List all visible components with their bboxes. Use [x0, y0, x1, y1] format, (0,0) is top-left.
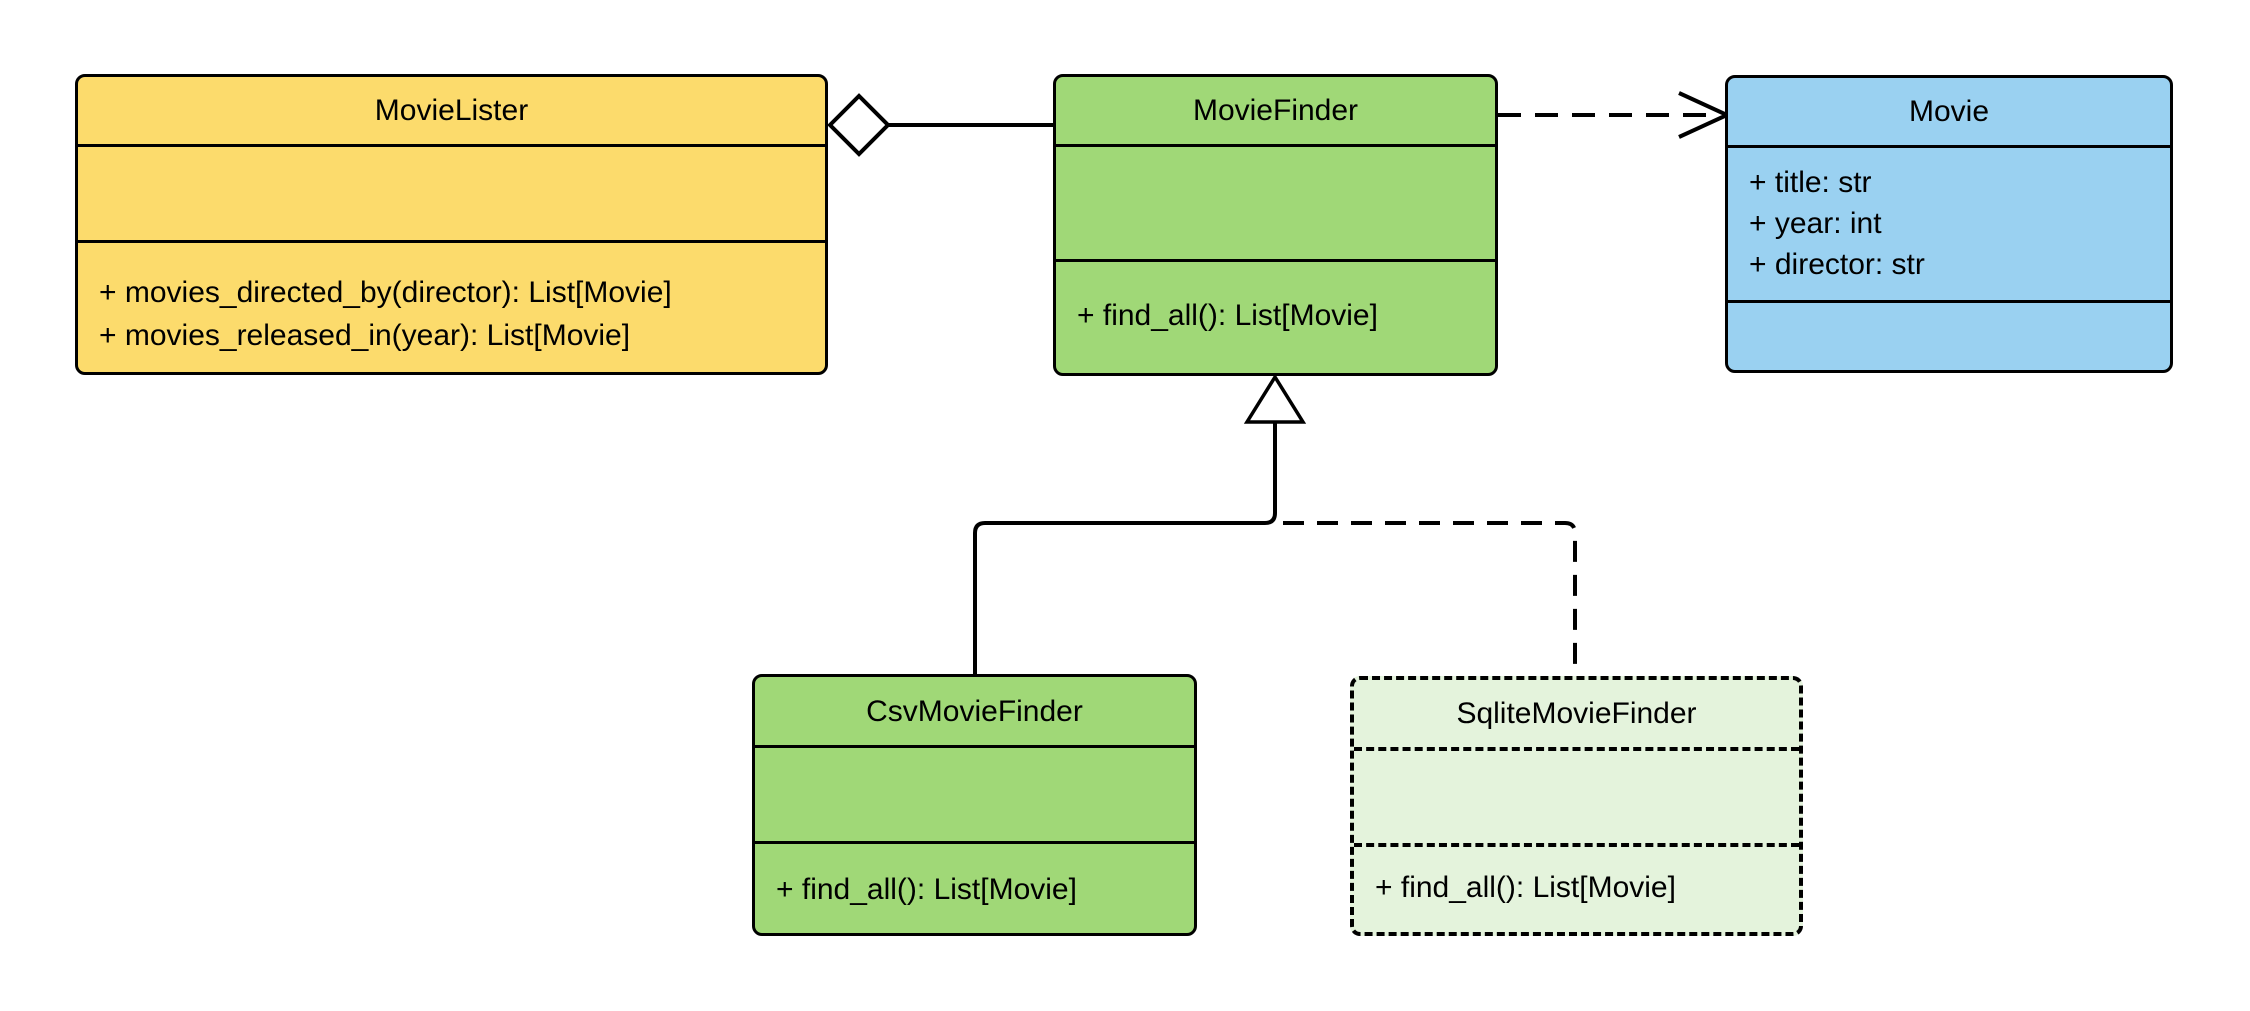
attribute-row: + year: int: [1749, 207, 1882, 240]
class-movie: Movie + title: str + year: int + directo…: [1725, 75, 2173, 373]
class-movie-title: Movie: [1908, 95, 1990, 128]
class-sqlitemoviefinder-attributes: [1354, 747, 1799, 843]
method-row: + find_all(): List[Movie]: [1375, 871, 1676, 904]
inheritance-triangle-icon: [1243, 373, 1307, 424]
class-sqlitemoviefinder: SqliteMovieFinder + find_all(): List[Mov…: [1350, 676, 1803, 936]
class-moviefinder-attributes: [1056, 144, 1495, 259]
method-row: + movies_directed_by(director): List[Mov…: [99, 276, 672, 309]
class-movie-attributes: + title: str + year: int + director: str: [1728, 145, 2170, 300]
inheritance-dashed-path: [1283, 521, 1577, 676]
class-movielister: MovieLister + movies_directed_by(directo…: [75, 74, 828, 375]
attribute-row: + title: str: [1749, 166, 1872, 199]
class-csvmoviefinder-methods: + find_all(): List[Movie]: [755, 841, 1194, 933]
class-csvmoviefinder-title: CsvMovieFinder: [866, 694, 1083, 728]
attribute-row: + director: str: [1749, 248, 1925, 281]
inheritance-solid-path: [973, 422, 1277, 674]
method-row: + movies_released_in(year): List[Movie]: [99, 319, 631, 352]
method-row: + find_all(): List[Movie]: [776, 873, 1077, 906]
class-movielister-attributes: [78, 144, 825, 240]
method-row: + find_all(): List[Movie]: [1077, 299, 1378, 332]
class-movie-methods: [1728, 300, 2170, 370]
class-moviefinder-methods: + find_all(): List[Movie]: [1056, 259, 1495, 373]
class-sqlitemoviefinder-title: SqliteMovieFinder: [1456, 697, 1697, 730]
class-csvmoviefinder-attributes: [755, 745, 1194, 841]
class-movielister-title: MovieLister: [374, 94, 529, 127]
aggregation-diamond-icon: [827, 93, 891, 157]
class-sqlitemoviefinder-methods: + find_all(): List[Movie]: [1354, 843, 1799, 932]
dependency-arrowhead-icon: [1678, 91, 1732, 139]
class-moviefinder-title: MovieFinder: [1192, 94, 1359, 127]
class-moviefinder: MovieFinder + find_all(): List[Movie]: [1053, 74, 1498, 376]
class-movielister-methods: + movies_directed_by(director): List[Mov…: [78, 240, 825, 372]
class-csvmoviefinder: CsvMovieFinder + find_all(): List[Movie]: [752, 674, 1197, 936]
